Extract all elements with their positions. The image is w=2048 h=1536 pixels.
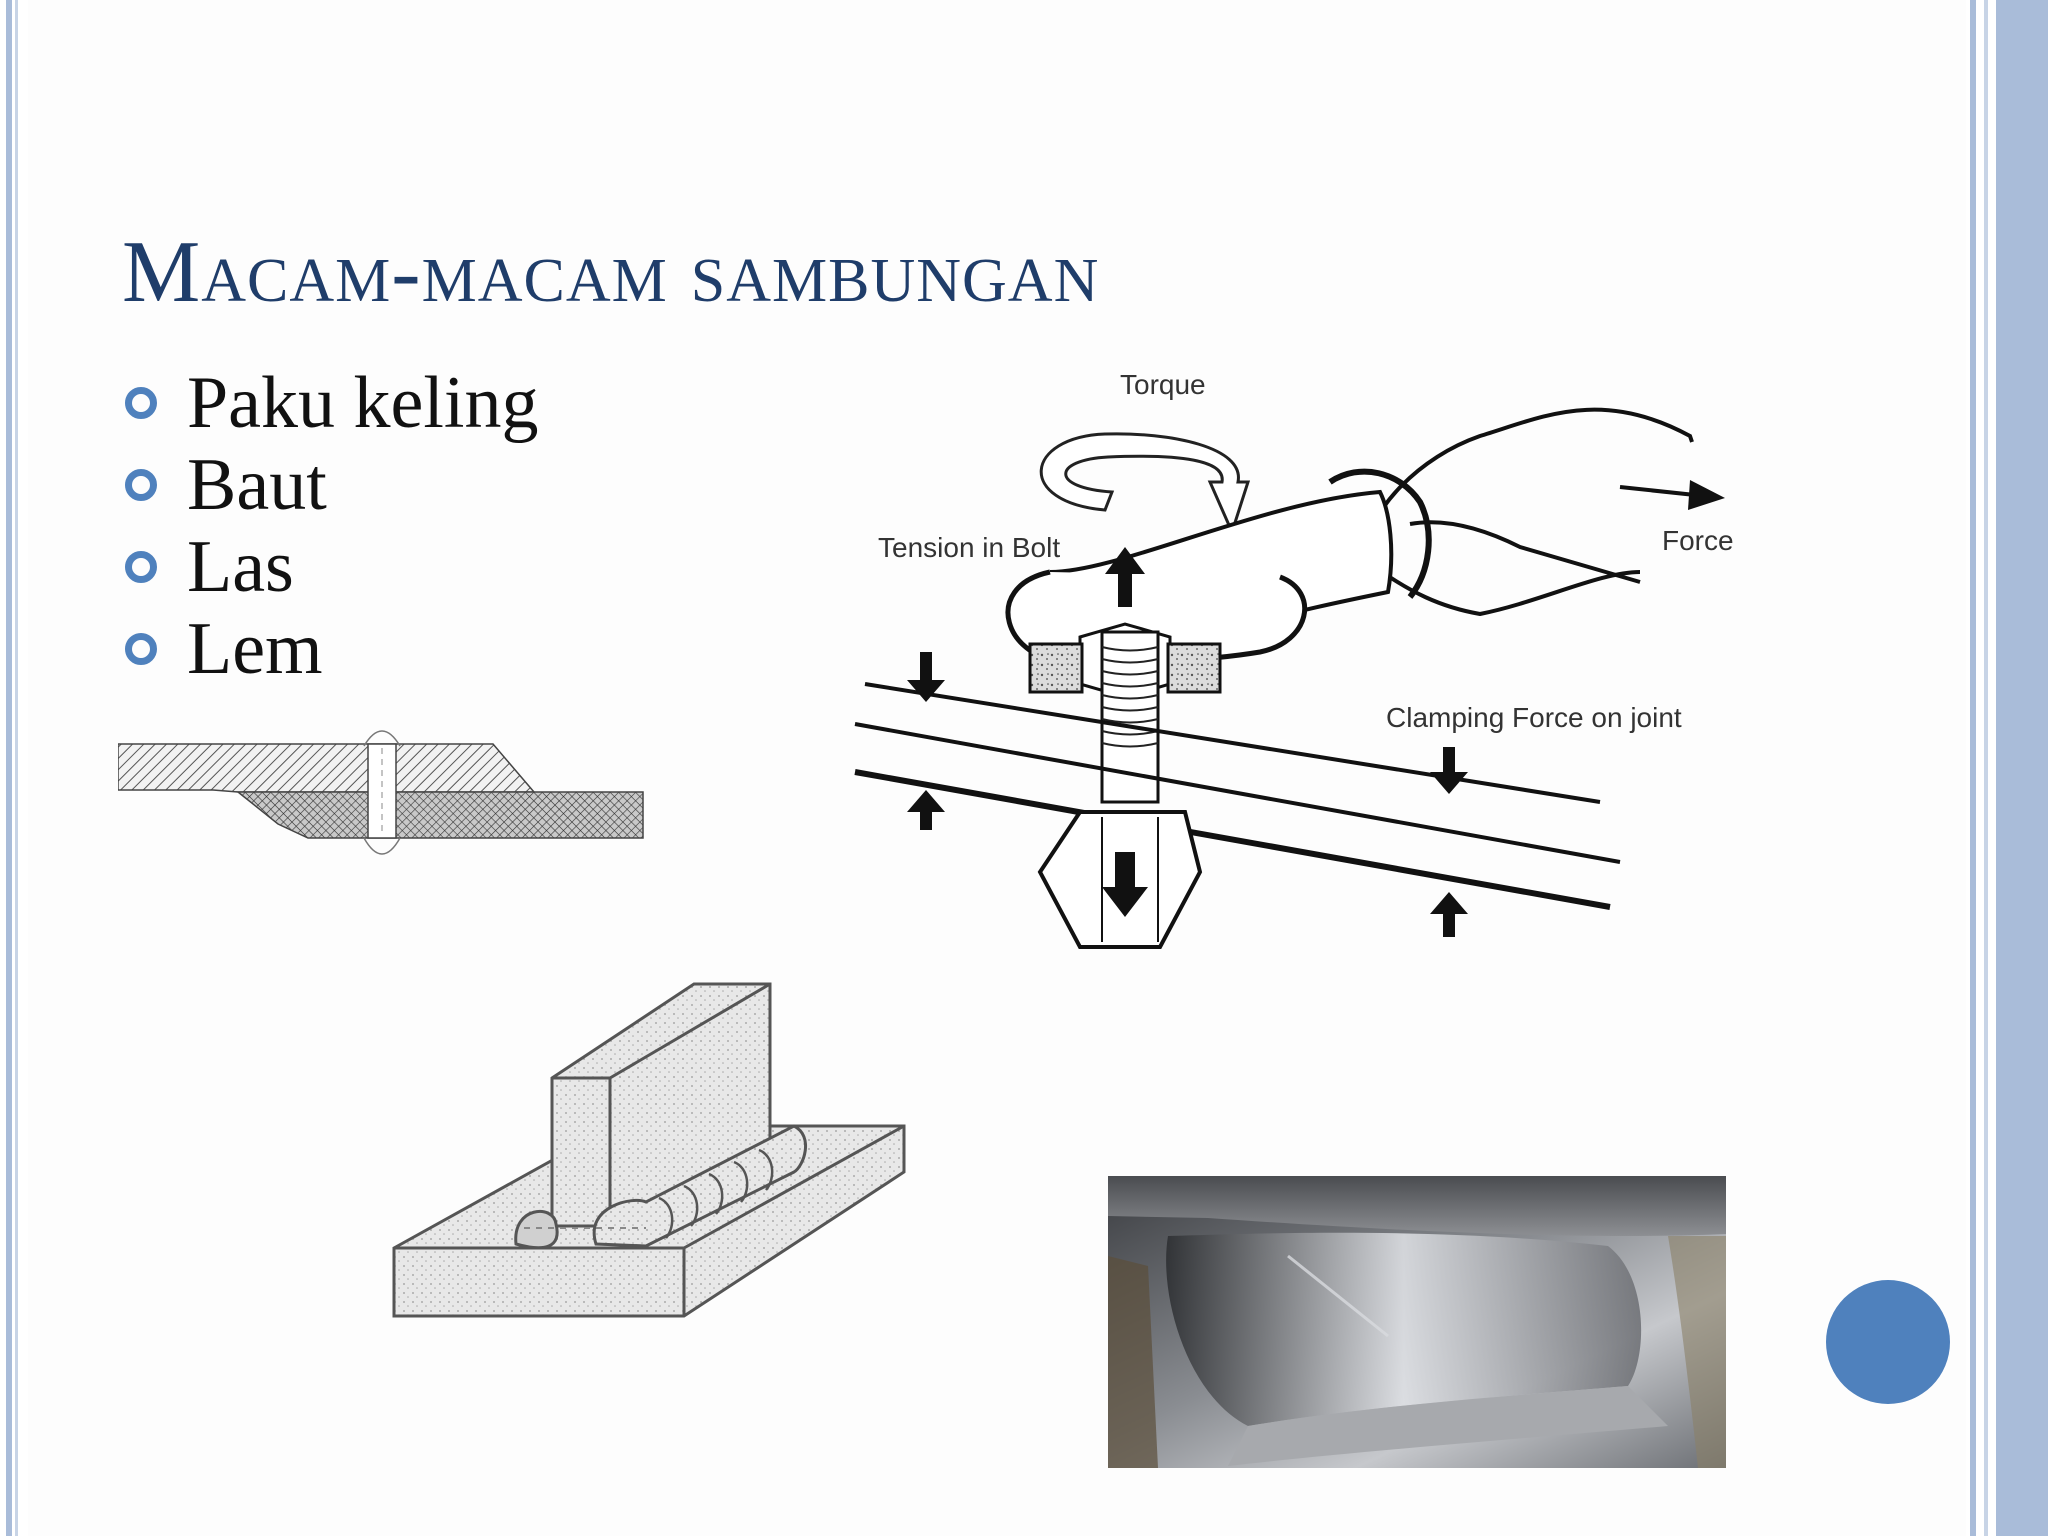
circle-bullet-icon	[125, 469, 157, 501]
clamp-arrow-icon	[1430, 747, 1468, 794]
bullet-text: Lem	[187, 607, 323, 690]
rivet-joint-diagram	[118, 724, 648, 870]
clamp-arrow-icon	[1430, 892, 1468, 937]
slide-title: Macam-macam sambungan	[122, 224, 1100, 321]
adhesive-joint-photo	[1108, 1176, 1726, 1468]
weld-joint-diagram	[384, 976, 924, 1326]
slide-right-border	[1966, 0, 2048, 1536]
bullet-item: Paku keling	[125, 362, 538, 444]
clamp-arrow-icon	[907, 790, 945, 830]
bullet-item: Baut	[125, 444, 538, 526]
circle-nav-icon[interactable]	[1826, 1280, 1950, 1404]
clamp-arrow-icon	[907, 652, 945, 702]
torque-label: Torque	[1120, 369, 1206, 400]
circle-bullet-icon	[125, 633, 157, 665]
force-label: Force	[1662, 525, 1734, 556]
circle-bullet-icon	[125, 387, 157, 419]
torque-arrow-icon	[1039, 432, 1251, 537]
bullet-text: Baut	[187, 443, 327, 526]
tension-label: Tension in Bolt	[878, 532, 1060, 563]
bullet-list: Paku keling Baut Las Lem	[125, 362, 538, 690]
tension-arrow-icon	[1105, 547, 1145, 607]
force-arrow-icon	[1619, 480, 1725, 510]
bullet-item: Las	[125, 526, 538, 608]
bolt-torque-diagram: Torque Tension in Bolt Force Clamping Fo…	[840, 362, 1770, 962]
bullet-text: Las	[187, 525, 294, 608]
bolt-down-arrow-icon	[1102, 852, 1148, 917]
slide-left-border	[0, 0, 28, 1536]
circle-bullet-icon	[125, 551, 157, 583]
bullet-text: Paku keling	[187, 361, 539, 444]
clamping-label: Clamping Force on joint	[1386, 702, 1682, 733]
bullet-item: Lem	[125, 608, 538, 690]
